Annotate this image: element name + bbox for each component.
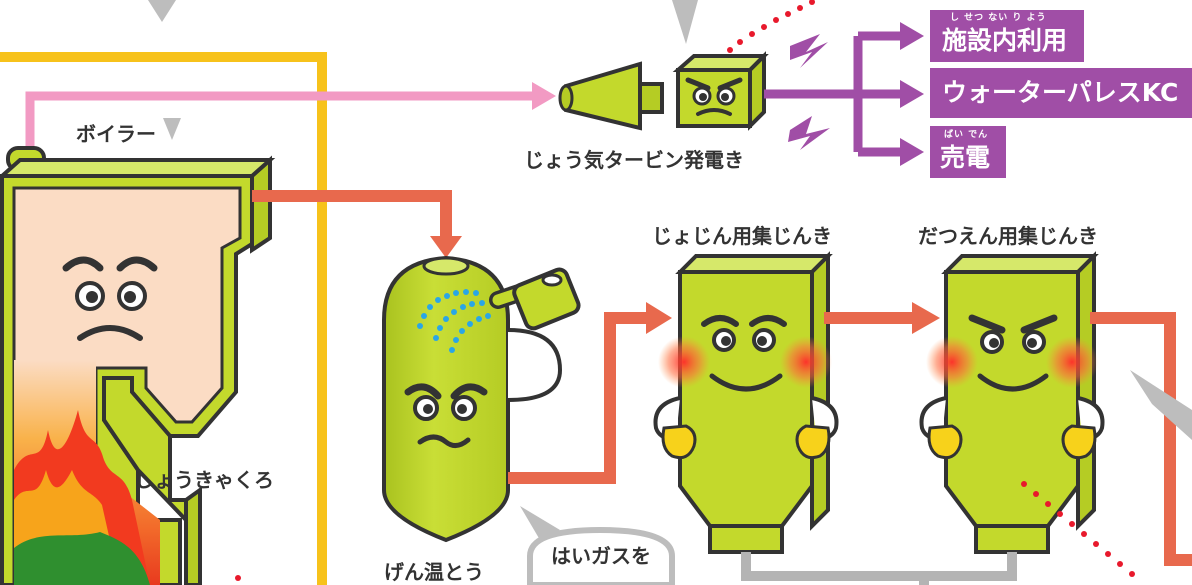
pointer-boiler bbox=[163, 118, 181, 140]
gas-pipe-1 bbox=[252, 190, 452, 238]
bubble-line-1: はいガスを bbox=[551, 544, 651, 568]
facility-ruby: し せつ ない り よう bbox=[950, 13, 1047, 23]
cooling-tower-label: げん温とう bbox=[384, 560, 484, 584]
steam-turbine bbox=[558, 51, 769, 131]
dotted-line-top bbox=[727, 0, 815, 53]
speech-bubble bbox=[520, 506, 675, 585]
sales-label: 売電 bbox=[940, 143, 991, 172]
frame-line-yellow bbox=[0, 52, 327, 585]
steam-pipe bbox=[25, 91, 540, 158]
gas-arrow-1 bbox=[430, 236, 462, 258]
arrow-to-facility bbox=[900, 22, 924, 50]
dust-collector-2 bbox=[919, 251, 1105, 554]
pointer-top-middle bbox=[672, 0, 698, 44]
ash-pipe bbox=[741, 552, 1017, 581]
sales-ruby: ばい でん bbox=[944, 130, 989, 140]
turbine-label: じょう気タービン発電き bbox=[524, 148, 744, 172]
pointer-right bbox=[1130, 370, 1192, 440]
output-box-facility bbox=[930, 10, 1084, 62]
incinerator-label: しょうきゃくろ bbox=[134, 468, 274, 492]
gas-arrow-3 bbox=[912, 302, 940, 334]
waterpalace-label: ウォーターパレスKC bbox=[942, 78, 1179, 107]
incinerator bbox=[0, 155, 276, 585]
cooling-tower bbox=[382, 255, 581, 543]
boiler-label: ボイラー bbox=[76, 122, 156, 146]
dotted-line-bottom bbox=[1021, 481, 1135, 577]
dust-collector-1 bbox=[653, 251, 839, 554]
lightning-icon-top bbox=[790, 34, 828, 68]
gas-arrow-2 bbox=[646, 302, 672, 334]
lightning-icon-bottom bbox=[788, 116, 830, 150]
output-box-waterpalace bbox=[930, 68, 1192, 118]
facility-label: 施設内利用 bbox=[942, 26, 1068, 55]
arrow-to-sales bbox=[900, 138, 924, 166]
dust-collector-1-label: じょじん用集じんき bbox=[652, 224, 832, 248]
pointer-top-left bbox=[148, 0, 176, 22]
gas-pipe-2 bbox=[508, 312, 650, 484]
gas-pipe-4 bbox=[1090, 312, 1192, 566]
steam-arrow bbox=[532, 82, 556, 110]
dust-collector-2-label: だつえん用集じんき bbox=[918, 224, 1098, 248]
output-box-sales bbox=[930, 126, 1006, 178]
arrow-to-waterpalace bbox=[900, 80, 924, 108]
